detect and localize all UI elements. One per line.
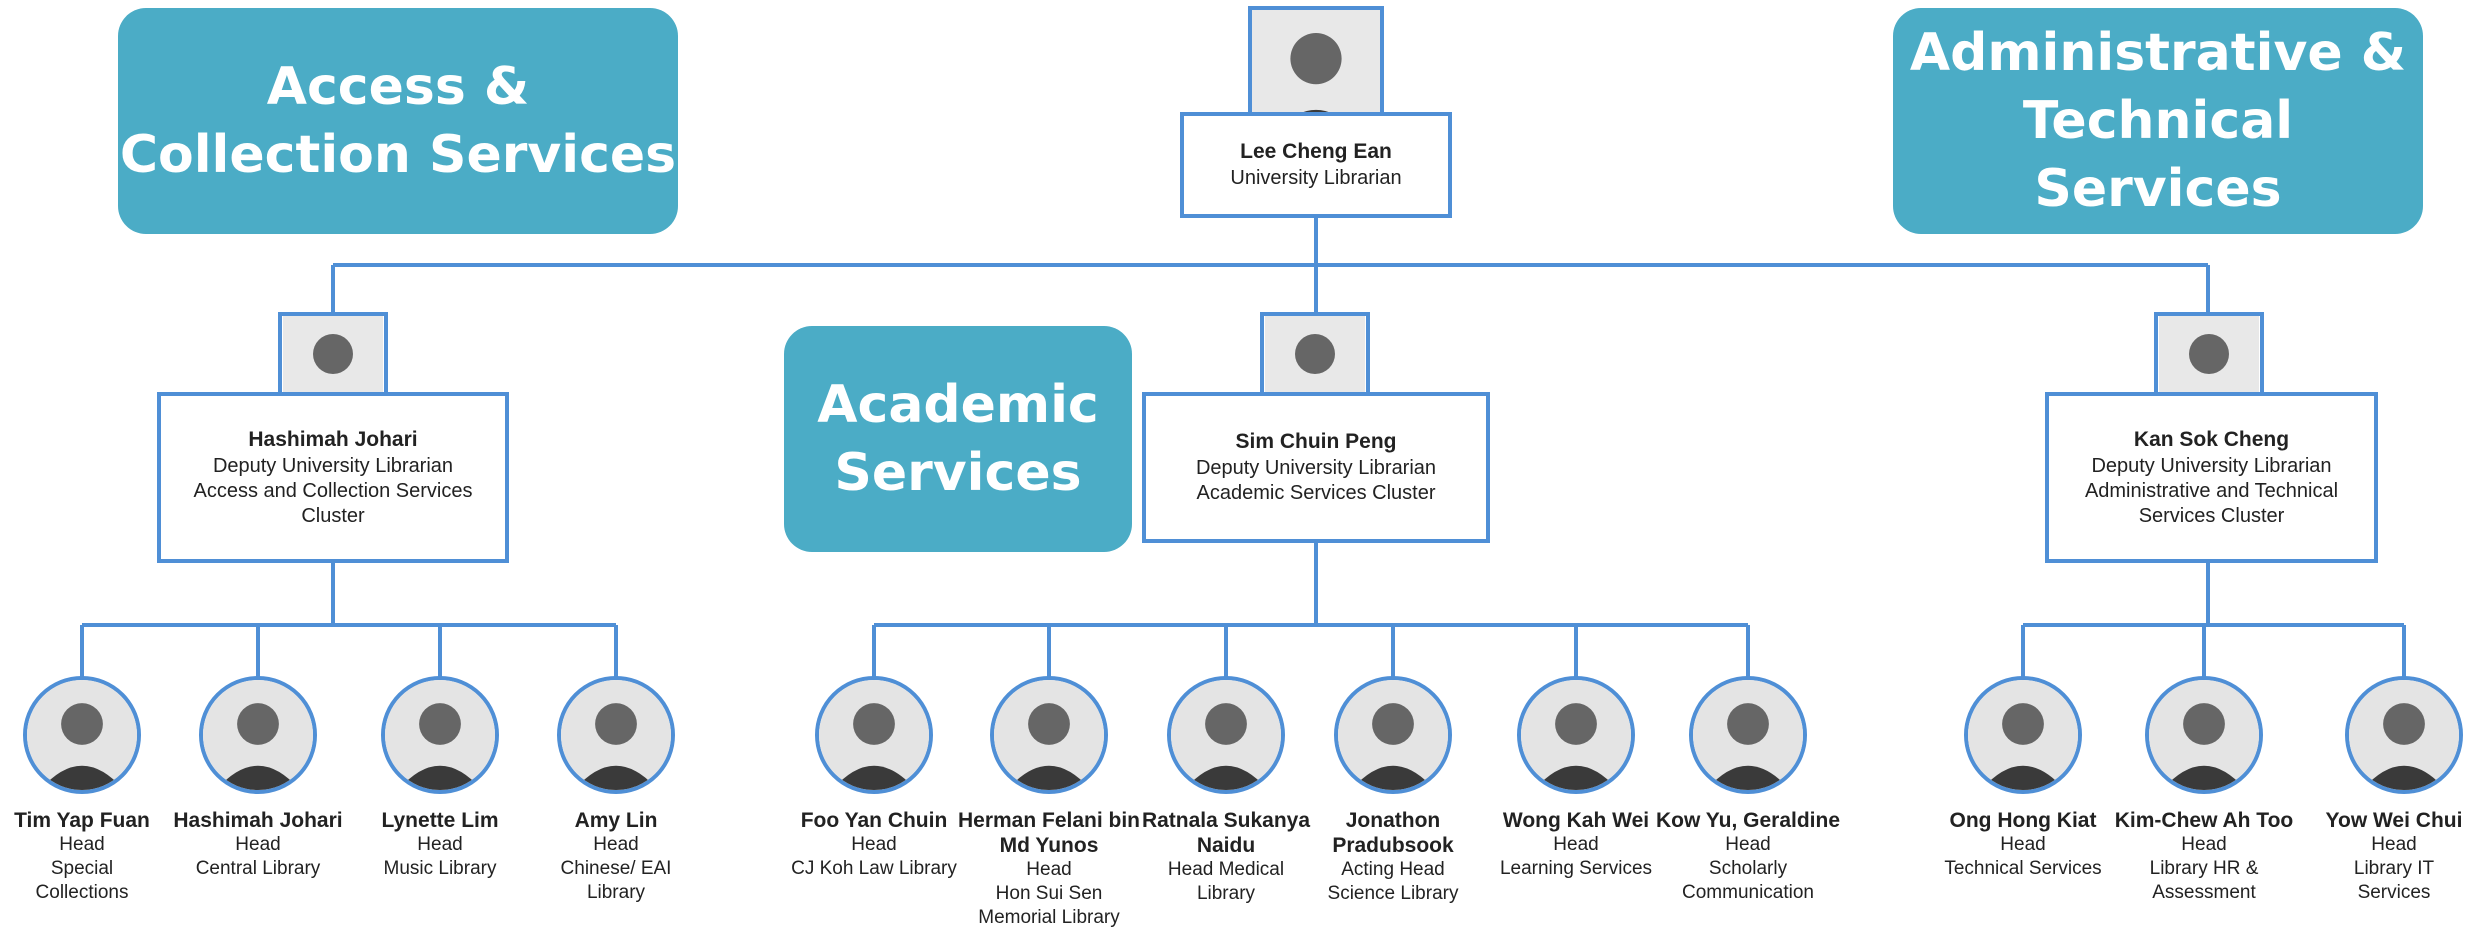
staff-card-tim-yap-fuan: Tim Yap Fuan Head Special Collections (14, 809, 150, 903)
photo-herman-felani (990, 676, 1108, 794)
banner-admin-technical: Administrative &Technical Services (1893, 8, 2423, 234)
photo-lynette-lim (381, 676, 499, 794)
staff-card-wong-kah-wei: Wong Kah Wei Head Learning Services (1499, 809, 1653, 879)
person-icon (819, 680, 929, 790)
node-name: Lee Cheng Ean (1240, 140, 1392, 163)
staff-card-lynette-lim: Lynette Lim Head Music Library (381, 809, 499, 879)
node-cluster-access: Hashimah Johari Deputy University Librar… (157, 392, 509, 563)
person-icon (203, 680, 313, 790)
photo-jonathon-pradubsook (1334, 676, 1452, 794)
person-icon (1338, 680, 1448, 790)
staff-card-foo-yan-chuin: Foo Yan Chuin Head CJ Koh Law Library (791, 809, 957, 879)
node-cluster-admin: Kan Sok Cheng Deputy University Libraria… (2045, 392, 2378, 563)
photo-amy-lin (557, 676, 675, 794)
staff-card-kow-yu-geraldine: Kow Yu, Geraldine Head Scholarly Communi… (1656, 809, 1840, 903)
staff-card-yow-wei-chui: Yow Wei Chui Head Library IT Services (2325, 809, 2463, 903)
person-icon (1693, 680, 1803, 790)
person-icon (1171, 680, 1281, 790)
staff-card-ong-hong-kiat: Ong Hong Kiat Head Technical Services (1944, 809, 2102, 879)
photo-hashimah-johari (199, 676, 317, 794)
photo-yow-wei-chui (2345, 676, 2463, 794)
photo-kim-chew-ah-too (2145, 676, 2263, 794)
photo-kow-yu-geraldine (1689, 676, 1807, 794)
photo-ong-hong-kiat (1964, 676, 2082, 794)
photo-tim-yap-fuan (23, 676, 141, 794)
person-icon (1521, 680, 1631, 790)
person-icon (385, 680, 495, 790)
banner-access-collection: Access &Collection Services (118, 8, 678, 234)
staff-card-ratnala-sukanya: Ratnala Sukanya Naidu Head Medical Libra… (1141, 809, 1311, 904)
node-university-librarian: Lee Cheng Ean University Librarian (1180, 112, 1452, 218)
node-cluster-academic: Sim Chuin Peng Deputy University Librari… (1142, 392, 1490, 543)
staff-card-kim-chew-ah-too: Kim-Chew Ah Too Head Library HR & Assess… (2114, 809, 2294, 903)
node-title: University Librarian (1230, 167, 1402, 189)
staff-card-herman-felani: Herman Felani bin Md Yunos Head Hon Sui … (957, 809, 1141, 928)
person-icon (561, 680, 671, 790)
person-icon (1968, 680, 2078, 790)
photo-foo-yan-chuin (815, 676, 933, 794)
person-icon (994, 680, 1104, 790)
staff-card-amy-lin: Amy Lin Head Chinese/ EAI Library (560, 809, 672, 903)
person-icon (27, 680, 137, 790)
staff-card-hashimah-johari: Hashimah Johari Head Central Library (173, 809, 343, 879)
photo-wong-kah-wei (1517, 676, 1635, 794)
person-icon (2149, 680, 2259, 790)
person-icon (2349, 680, 2459, 790)
staff-card-jonathon-pradubsook: Jonathon Pradubsook Acting Head Science … (1327, 809, 1459, 904)
photo-ratnala-sukanya (1167, 676, 1285, 794)
